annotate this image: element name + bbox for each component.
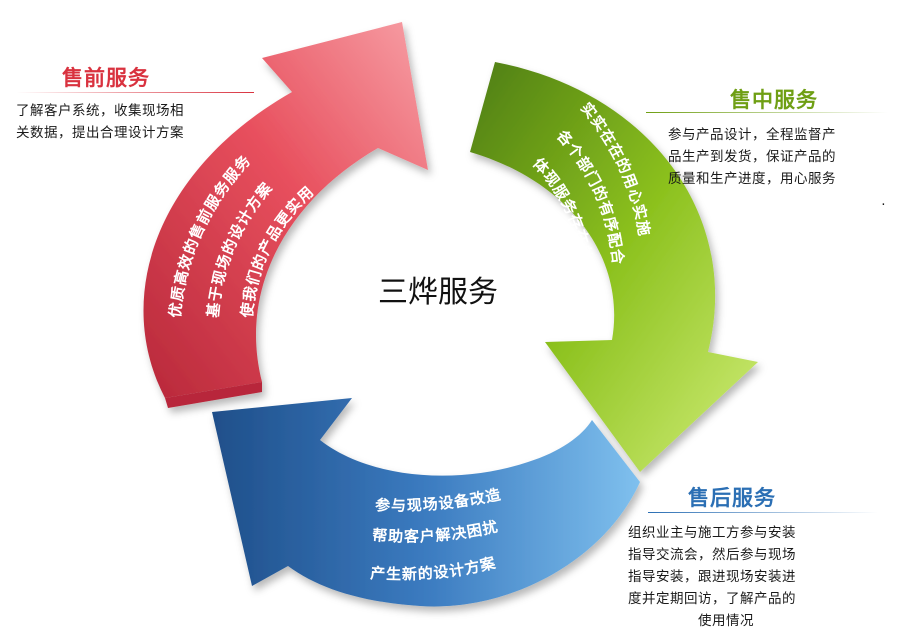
pre-sale-arrow [143, 22, 428, 408]
in-sale-description-line-2: 品生产到发货，保证产品的 [668, 149, 836, 165]
pre-sale-arrow-edge [165, 382, 262, 408]
pre-sale-description-line-2: 关数据，提出合理设计方案 [16, 125, 184, 141]
pre-sale-description-line-1: 了解客户系统，收集现场相 [16, 103, 184, 119]
in-sale-description-line-1: 参与产品设计，全程监督产 [668, 127, 836, 143]
post-sale-description-line-5: 使用情况 [698, 613, 754, 629]
post-sale-arrow [212, 398, 640, 607]
pre-sale-underline [16, 92, 254, 93]
post-sale-arrow-body [212, 398, 640, 607]
post-sale-block: 售后服务 组织业主与施工方参与安装 指导交流会，然后参与现场 指导安装，跟进现场… [628, 482, 878, 632]
post-sale-title: 售后服务 [688, 486, 776, 510]
post-sale-description-line-1: 组织业主与施工方参与安装 [628, 525, 796, 541]
in-sale-description-line-4: . [881, 193, 886, 209]
in-sale-title: 售中服务 [730, 88, 818, 112]
in-sale-block: 售中服务 参与产品设计，全程监督产 品生产到发货，保证产品的 质量和生产进度，用… [646, 84, 888, 212]
post-sale-underline [648, 512, 878, 513]
pre-sale-title: 售前服务 [62, 66, 150, 90]
in-sale-underline [646, 112, 888, 113]
in-sale-arrow [470, 62, 758, 472]
post-sale-description-line-4: 度并定期回访，了解产品的 [628, 591, 796, 607]
pre-sale-block: 售前服务 了解客户系统，收集现场相 关数据，提出合理设计方案 [16, 62, 254, 144]
pre-sale-arrow-body [143, 22, 428, 398]
in-sale-arrow-body [470, 62, 758, 472]
post-sale-description-line-3: 指导安装，跟进现场安装进 [628, 569, 796, 585]
in-sale-description-line-3: 质量和生产进度，用心服务 [668, 171, 836, 187]
post-sale-description-line-2: 指导交流会，然后参与现场 [628, 547, 796, 563]
center-title: 三烨服务 [378, 275, 498, 310]
